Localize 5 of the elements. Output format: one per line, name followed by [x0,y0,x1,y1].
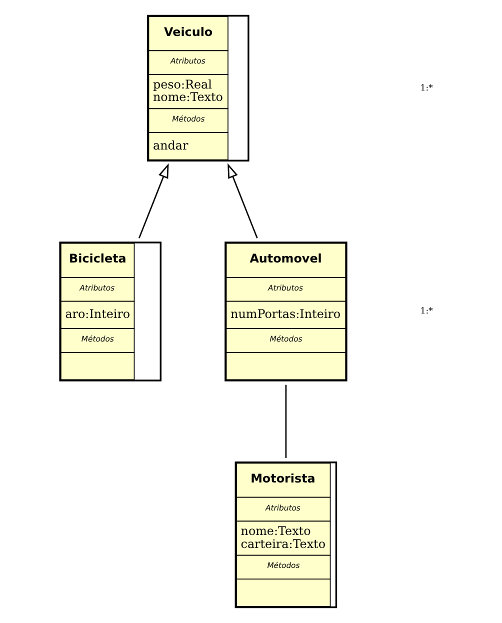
arrow [228,163,258,238]
label: 1:* [420,83,433,94]
label: 1:* [420,306,433,317]
connector [285,384,287,458]
arrow [138,163,169,238]
